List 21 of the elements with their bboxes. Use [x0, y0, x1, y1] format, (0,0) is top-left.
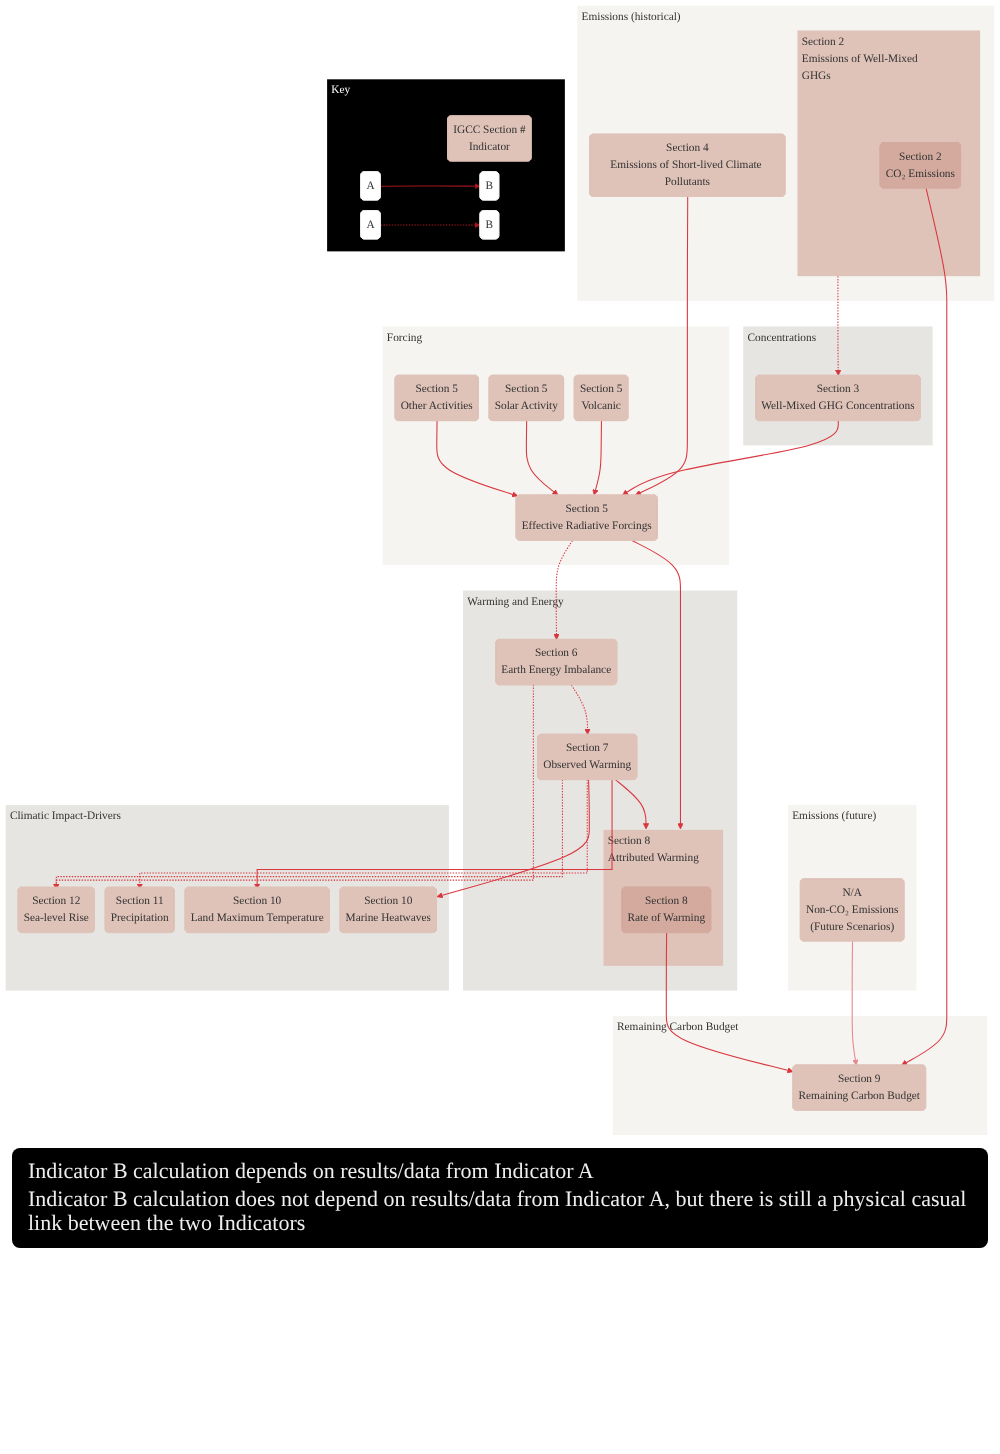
arrow — [380, 183, 481, 190]
arrow — [380, 222, 481, 229]
arrow — [53, 779, 563, 890]
arrow — [436, 779, 590, 899]
key-description: Indicator B calculation depends on results/data from Indicator A — [28, 1160, 596, 1185]
arrow — [614, 779, 650, 830]
arrow — [136, 779, 588, 890]
arrow — [570, 684, 591, 735]
arrow — [901, 187, 948, 1066]
arrow — [436, 420, 519, 498]
arrow — [630, 539, 684, 830]
arrow — [525, 420, 559, 496]
key-description: Indicator B calculation does not depend on results/data from Indicator A, but there is still a physical casual link between the two Indicators — [28, 1188, 969, 1237]
arrow — [622, 420, 839, 496]
arrow — [851, 940, 859, 1066]
arrow — [665, 932, 794, 1074]
arrow — [835, 275, 842, 376]
arrow — [553, 540, 574, 641]
arrow — [592, 420, 602, 496]
arrow — [254, 779, 613, 890]
arrow — [634, 196, 689, 496]
